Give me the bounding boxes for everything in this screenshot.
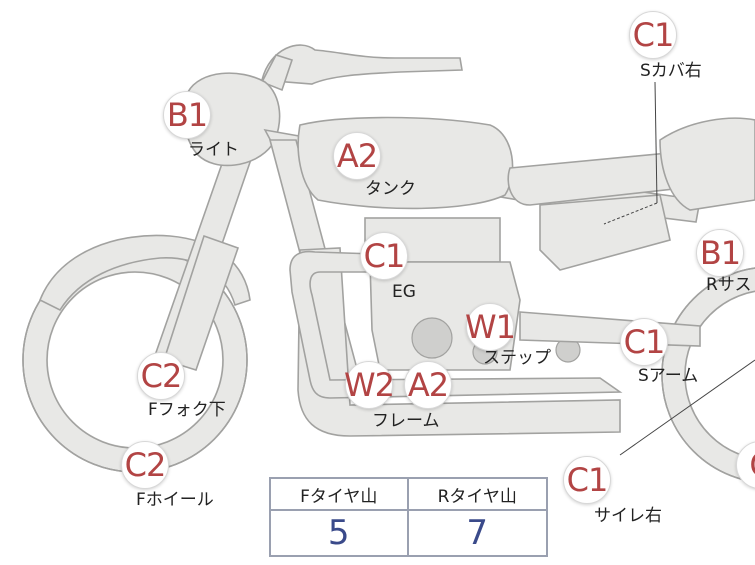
label-step: ステップ xyxy=(483,348,551,368)
label-fwheel: Fホイール xyxy=(136,490,214,510)
side-cover xyxy=(539,194,671,271)
rear-cowl xyxy=(659,117,755,211)
label-scover: Sカバ右 xyxy=(640,61,702,81)
leader-line-muffler xyxy=(619,359,755,456)
label-muffler: サイレ右 xyxy=(594,506,662,526)
rear-tire-header: Rタイヤ山 xyxy=(408,479,546,511)
badge-ffork: C2 xyxy=(137,352,185,400)
tire-tread-table: Fタイヤ山 Rタイヤ山 5 7 xyxy=(269,477,548,557)
mirror-stem xyxy=(260,54,294,92)
engine-cover xyxy=(411,317,453,359)
exhaust-upper xyxy=(289,250,623,399)
label-light: ライト xyxy=(188,140,239,160)
label-ffork: Fフォク下 xyxy=(148,400,226,420)
badge-fwheel: C2 xyxy=(121,441,169,489)
label-tank: タンク xyxy=(365,179,416,199)
label-sarm: Sアーム xyxy=(638,366,699,386)
leader-line-scover-tip xyxy=(603,202,658,225)
badge-scover: C1 xyxy=(629,11,677,59)
badge-sarm: C1 xyxy=(620,318,668,366)
rear-wheel xyxy=(661,267,755,483)
badge-muffler: C1 xyxy=(563,456,611,504)
badge-frame-a: A2 xyxy=(404,361,452,409)
badge-tank: A2 xyxy=(333,132,381,180)
label-rsus: Rサス xyxy=(706,275,752,295)
handlebar xyxy=(260,44,463,85)
front-tire-value: 5 xyxy=(271,511,409,555)
badge-light: B1 xyxy=(163,91,211,139)
badge-engine: C1 xyxy=(360,232,408,280)
swing-arm xyxy=(519,311,701,347)
rear-tire-value: 7 xyxy=(466,513,489,553)
fork-tube-lower xyxy=(162,234,240,371)
leader-line-scover xyxy=(654,81,658,204)
label-frame: フレーム xyxy=(372,411,440,431)
front-tire-header: Fタイヤ山 xyxy=(271,479,409,511)
badge-rsus: B1 xyxy=(696,229,744,277)
label-engine: EG xyxy=(392,282,416,302)
badge-step: W1 xyxy=(465,303,516,351)
badge-frame-w: W2 xyxy=(344,361,395,409)
